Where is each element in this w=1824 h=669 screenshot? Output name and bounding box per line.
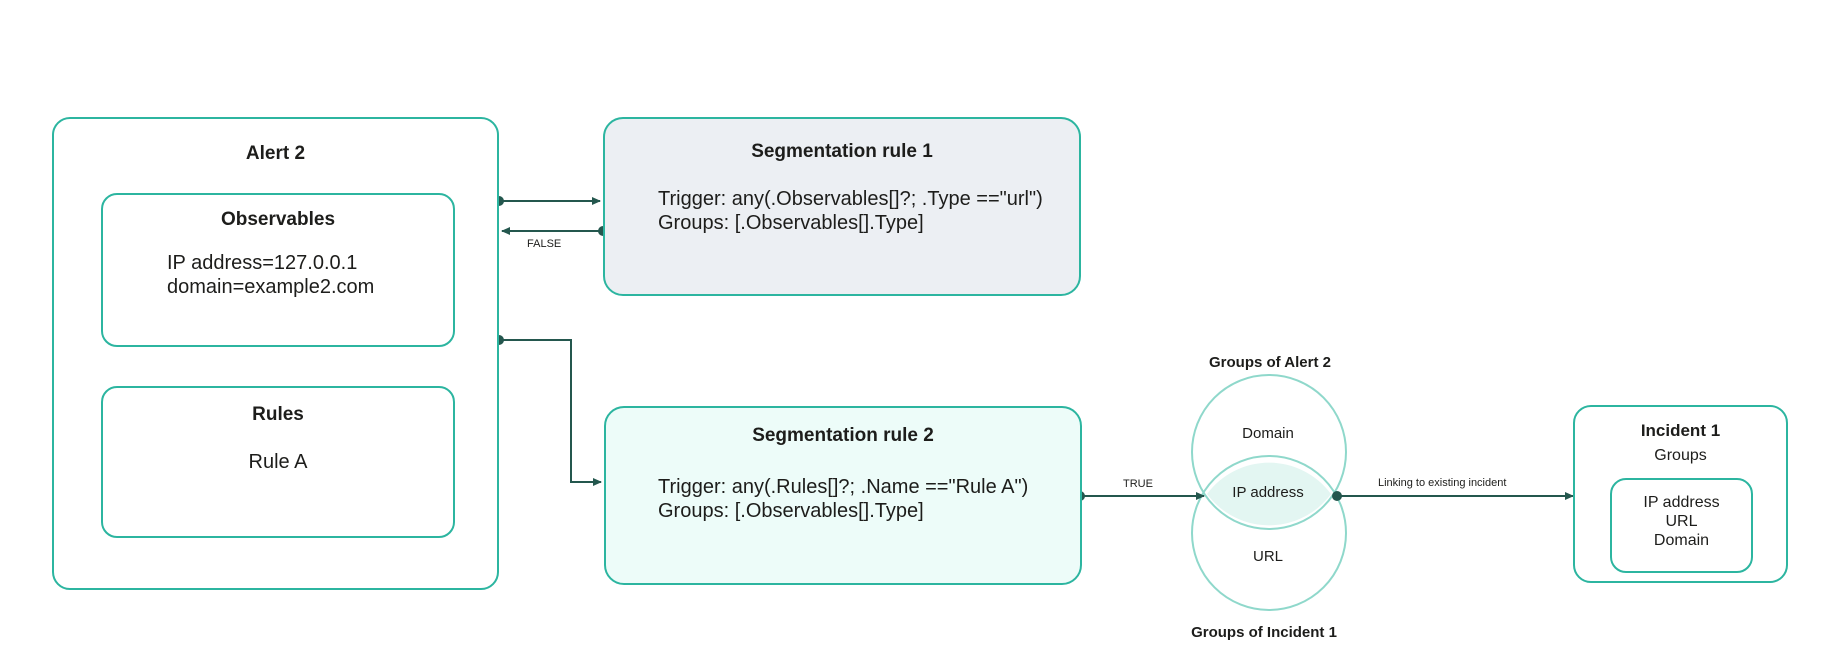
alert-title: Alert 2: [245, 143, 306, 164]
edge-rule2-true: [1075, 491, 1205, 501]
segmentation-rule-1-groups: Groups: [.Observables[].Type]: [658, 212, 924, 234]
venn-bottom-label: URL: [1252, 548, 1284, 565]
segmentation-rule-1-title: Segmentation rule 1: [751, 141, 933, 162]
rule-value: Rule A: [248, 451, 308, 473]
incident-group-url: URL: [1665, 513, 1698, 530]
incident-group-ip: IP address: [1643, 494, 1720, 511]
venn-top-title: Groups of Alert 2: [1209, 354, 1331, 371]
venn-top-label: Domain: [1242, 425, 1294, 442]
edge-linking-incident: [1332, 491, 1574, 501]
incident-box: Incident 1 Groups IP address URL Domain: [1573, 405, 1788, 583]
observables-title: Observables: [220, 209, 336, 230]
segmentation-rule-2-groups: Groups: [.Observables[].Type]: [658, 500, 924, 522]
edge-label-linking: Linking to existing incident: [1378, 477, 1507, 489]
venn-circle-alert: [1191, 374, 1347, 530]
segmentation-rule-2-box: Segmentation rule 2 Trigger: any(.Rules[…: [604, 406, 1082, 585]
edge-label-false: FALSE: [527, 238, 562, 250]
observables-box: Observables IP address=127.0.0.1 domain=…: [101, 193, 455, 347]
incident-group-domain: Domain: [1653, 532, 1710, 549]
edge-rule1-false: [501, 226, 608, 236]
edge-alert-to-rule1: [494, 196, 601, 206]
alert-box: Alert 2 Observables IP address=127.0.0.1…: [52, 117, 499, 590]
observable-domain: domain=example2.com: [167, 276, 375, 298]
segmentation-rule-1-box: Segmentation rule 1 Trigger: any(.Observ…: [603, 117, 1081, 296]
incident-title: Incident 1: [1640, 421, 1721, 440]
venn-bottom-title: Groups of Incident 1: [1191, 624, 1337, 641]
rules-box: Rules Rule A: [101, 386, 455, 538]
venn-overlap-fill: [1207, 462, 1331, 526]
rules-title: Rules: [252, 404, 304, 425]
incident-subtitle: Groups: [1654, 447, 1707, 464]
segmentation-rule-2-trigger: Trigger: any(.Rules[]?; .Name =="Rule A"…: [658, 476, 1029, 498]
observable-ip: IP address=127.0.0.1: [167, 252, 358, 274]
venn-circle-incident: [1191, 455, 1347, 611]
edge-label-true: TRUE: [1123, 478, 1153, 490]
venn-overlap-label: IP address: [1232, 484, 1304, 501]
incident-groups-box: IP address URL Domain: [1610, 478, 1753, 573]
segmentation-rule-1-trigger: Trigger: any(.Observables[]?; .Type =="u…: [658, 188, 1043, 210]
segmentation-rule-2-title: Segmentation rule 2: [752, 425, 934, 446]
edge-alert-to-rule2: [494, 335, 602, 486]
venn-diagram: [1191, 374, 1347, 611]
